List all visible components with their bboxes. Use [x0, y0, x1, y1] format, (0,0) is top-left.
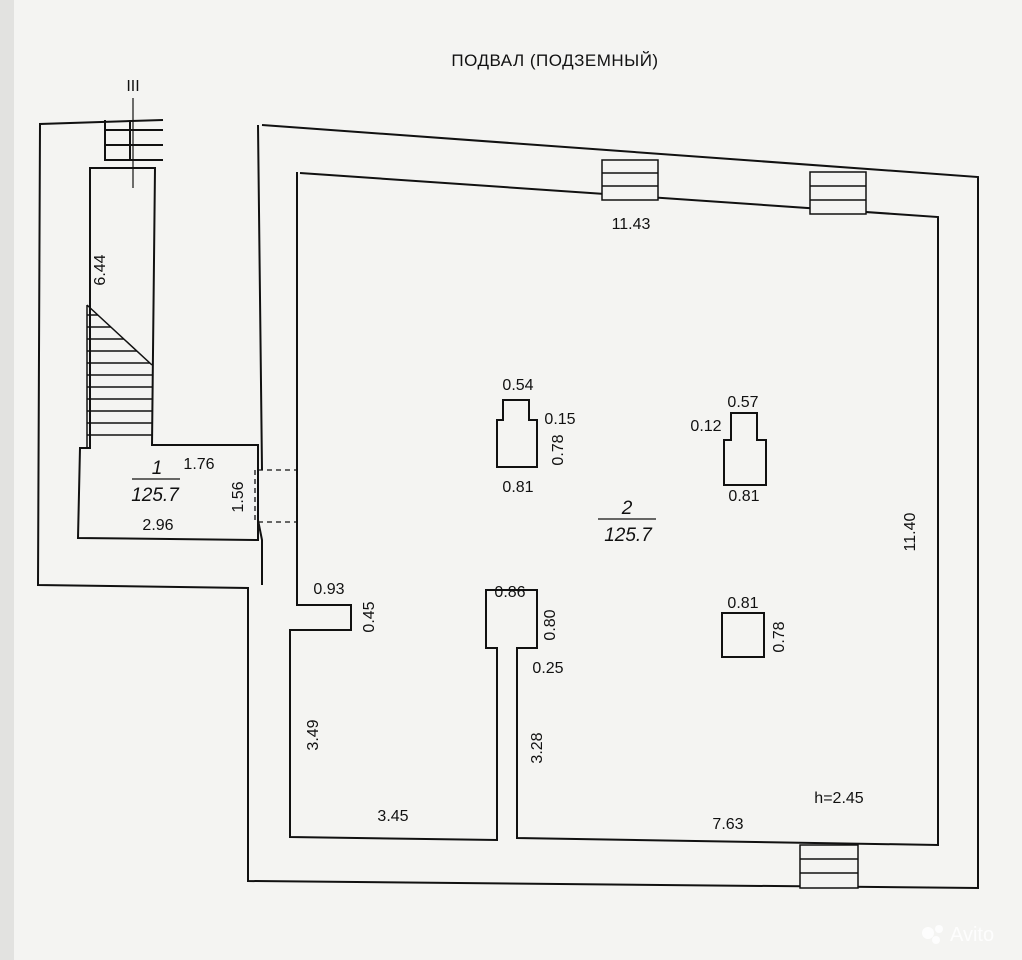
windows	[601, 159, 867, 889]
room-1-number: 1	[152, 458, 163, 479]
dim-pillar1-bottom: 0.81	[502, 479, 533, 496]
dim-stair-length: 6.44	[92, 254, 109, 285]
dim-room1-width: 1.76	[183, 456, 214, 473]
dim-top-wall: 11.43	[612, 216, 651, 233]
dim-pillar3-width: 0.81	[727, 595, 758, 612]
dim-partition-wall: 0.25	[532, 660, 563, 677]
watermark-text: Avito	[950, 924, 994, 946]
dim-pillar3-height: 0.78	[771, 621, 788, 652]
section-marker: III	[126, 78, 139, 95]
ceiling-height: h=2.45	[814, 790, 863, 807]
dim-pillar2-top: 0.57	[727, 394, 758, 411]
partition-wall	[257, 124, 263, 585]
dim-partition-width: 0.86	[494, 584, 525, 601]
window-top-left	[601, 159, 659, 201]
window-bottom	[799, 844, 859, 889]
room-1-label: 1 125.7	[131, 458, 180, 506]
watermark-dot-3	[932, 936, 940, 944]
dim-pillar2-bottom: 0.81	[728, 488, 759, 505]
pillar-3	[721, 612, 765, 658]
main-room-inner-wall	[289, 172, 939, 847]
dim-bottom-left: 3.45	[377, 808, 408, 825]
stair-entrance	[104, 120, 163, 161]
dim-left-lower: 3.49	[305, 719, 322, 750]
dimension-labels: 6.44 1.76 1.56 2.96 11.43 11.40 0.93 0.4…	[92, 216, 919, 833]
dim-right-wall: 11.40	[902, 512, 919, 551]
room-1-area: 125.7	[131, 485, 180, 506]
dim-partition-length: 3.28	[529, 732, 546, 763]
scan-edge	[0, 0, 14, 960]
outer-wall	[36, 119, 979, 890]
watermark-dot-2	[935, 925, 943, 933]
dim-partition-depth: 0.80	[542, 609, 559, 640]
room-2-label: 2 125.7	[598, 498, 656, 546]
dim-bottom-right: 7.63	[712, 816, 743, 833]
pillar-1	[496, 399, 538, 468]
walls	[36, 119, 979, 890]
watermark: Avito	[922, 924, 994, 946]
plan-title: ПОДВАЛ (ПОДЗЕМНЫЙ)	[451, 51, 658, 70]
staircase	[86, 304, 153, 448]
dim-ledge-depth: 0.45	[361, 601, 378, 632]
dim-room1-bottom: 2.96	[142, 517, 173, 534]
window-top-right	[809, 171, 867, 215]
dim-pillar1-step: 0.15	[544, 411, 575, 428]
room-2-number: 2	[621, 498, 633, 519]
room-2-area: 125.7	[604, 525, 653, 546]
dim-room1-door: 1.56	[230, 481, 247, 512]
dim-ledge-width: 0.93	[313, 581, 344, 598]
dim-pillar1-top: 0.54	[502, 377, 533, 394]
stair-steps	[87, 314, 152, 436]
pillar-2	[723, 412, 767, 486]
dim-pillar1-height: 0.78	[550, 434, 567, 465]
watermark-dot-1	[922, 927, 934, 939]
dim-pillar2-step: 0.12	[690, 418, 721, 435]
door-openings	[254, 469, 298, 523]
